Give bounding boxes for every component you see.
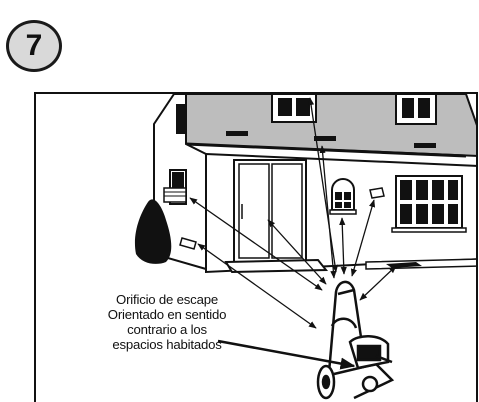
pressure-washer-illustration <box>316 280 395 400</box>
exhaust-callout-text: Orificio de escape Orientado en sentido … <box>62 292 272 352</box>
roof <box>185 94 476 158</box>
window-icon <box>329 178 357 215</box>
illustration-frame <box>34 92 478 402</box>
window-icon <box>391 175 467 233</box>
callout-line: Orificio de escape <box>116 292 218 307</box>
shrub-icon <box>134 199 172 264</box>
vent-icon <box>369 187 385 199</box>
callout-line: contrario a los <box>127 322 207 337</box>
front-wall <box>205 152 476 274</box>
callout-line: espacios habitados <box>112 337 222 352</box>
step-number: 7 <box>25 29 43 62</box>
house-illustration <box>134 94 476 400</box>
callout-line: Orientado en sentido <box>107 307 227 322</box>
clearance-arrows <box>189 97 397 370</box>
step-number-badge: 7 <box>6 20 62 72</box>
